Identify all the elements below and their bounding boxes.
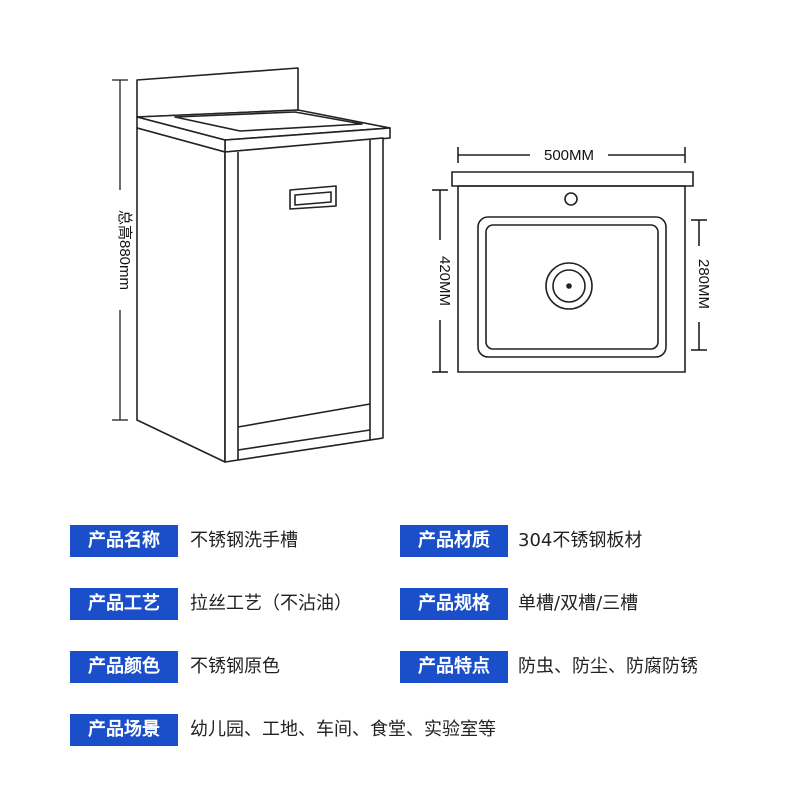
spec-value-material: 304不锈钢板材 (518, 530, 643, 551)
spec-value-process: 拉丝工艺（不沾油） (190, 593, 352, 614)
spec-value-spec: 单槽/双槽/三槽 (518, 593, 639, 614)
basin-depth-label: 280MM (695, 259, 712, 309)
spec-value-feature: 防虫、防尘、防腐防锈 (518, 656, 698, 677)
spec-label-process: 产品工艺 (70, 588, 178, 620)
cabinet-illustration (136, 67, 391, 463)
total-height-label: 总高880mm (116, 210, 133, 290)
top-view-illustration (432, 147, 707, 373)
spec-value-scene: 幼儿园、工地、车间、食堂、实验室等 (190, 719, 496, 740)
spec-value-color: 不锈钢原色 (190, 656, 280, 677)
spec-value-name: 不锈钢洗手槽 (190, 530, 298, 551)
spec-label-name: 产品名称 (70, 525, 178, 557)
spec-label-color: 产品颜色 (70, 651, 178, 683)
spec-label-material: 产品材质 (400, 525, 508, 557)
depth-label: 420MM (436, 256, 453, 306)
spec-label-scene: 产品场景 (70, 714, 178, 746)
spec-label-spec: 产品规格 (400, 588, 508, 620)
product-dimension-drawing: 总高880mm 500MM 420MM 280MM (112, 67, 712, 463)
spec-label-feature: 产品特点 (400, 651, 508, 683)
total-height-dimension (112, 79, 128, 421)
width-label: 500MM (544, 147, 594, 164)
